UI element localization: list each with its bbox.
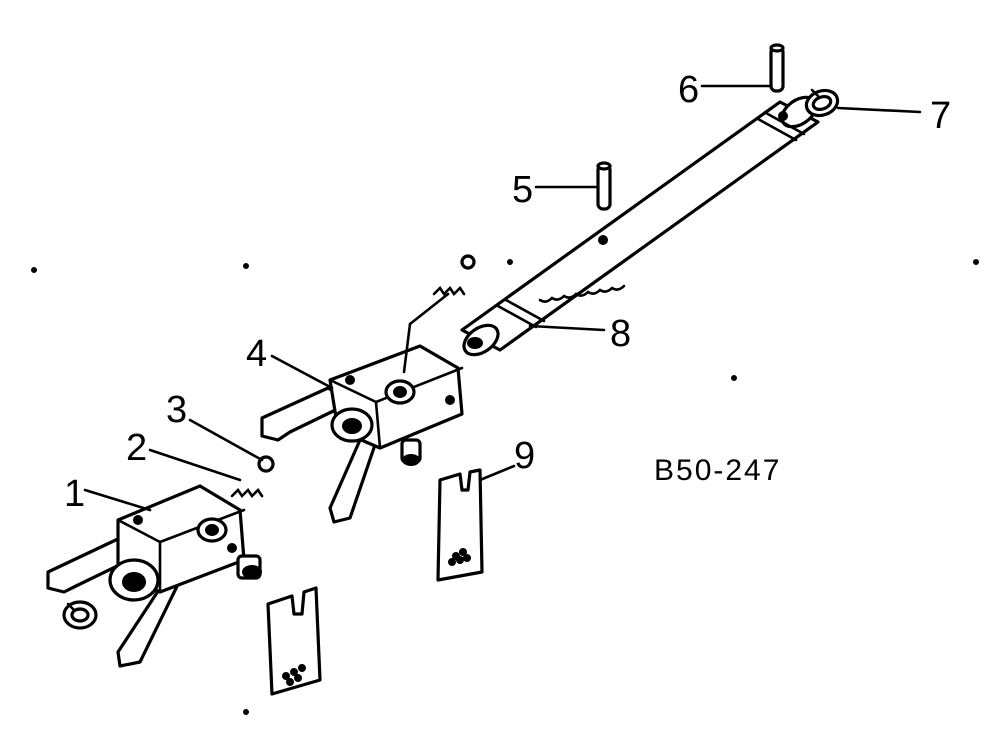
leader-7 xyxy=(836,106,922,114)
callout-5: 5 xyxy=(512,169,533,211)
leader-3 xyxy=(188,418,264,462)
detent-spring-2 xyxy=(230,487,264,499)
plate-texture xyxy=(282,664,306,686)
interlock-plate-upper xyxy=(436,468,484,582)
shift-fork-4 xyxy=(260,344,464,524)
shift-rail-shaft xyxy=(460,95,820,357)
leader-4 xyxy=(270,354,334,390)
callout-9: 9 xyxy=(514,435,535,477)
roll-pin-5 xyxy=(596,161,612,211)
leader-2 xyxy=(148,448,242,482)
leader-9 xyxy=(478,464,516,482)
roll-pin-6 xyxy=(769,43,785,93)
leader-1 xyxy=(83,488,152,512)
callout-1: 1 xyxy=(64,473,85,515)
callout-2: 2 xyxy=(126,427,147,469)
callout-6: 6 xyxy=(678,69,699,111)
diagram-reference-code: B50-247 xyxy=(654,454,781,487)
leader-8 xyxy=(528,324,606,332)
snap-ring-7 xyxy=(804,88,840,118)
callout-7: 7 xyxy=(930,95,951,137)
callout-3: 3 xyxy=(166,389,187,431)
shift-fork-1 xyxy=(46,484,262,668)
snap-ring-lower xyxy=(62,600,98,630)
detent-spring-upper xyxy=(402,254,476,374)
plate-texture xyxy=(448,548,471,566)
callout-8: 8 xyxy=(610,313,631,355)
interlock-plate-lower xyxy=(266,586,322,696)
callout-4: 4 xyxy=(246,333,267,375)
